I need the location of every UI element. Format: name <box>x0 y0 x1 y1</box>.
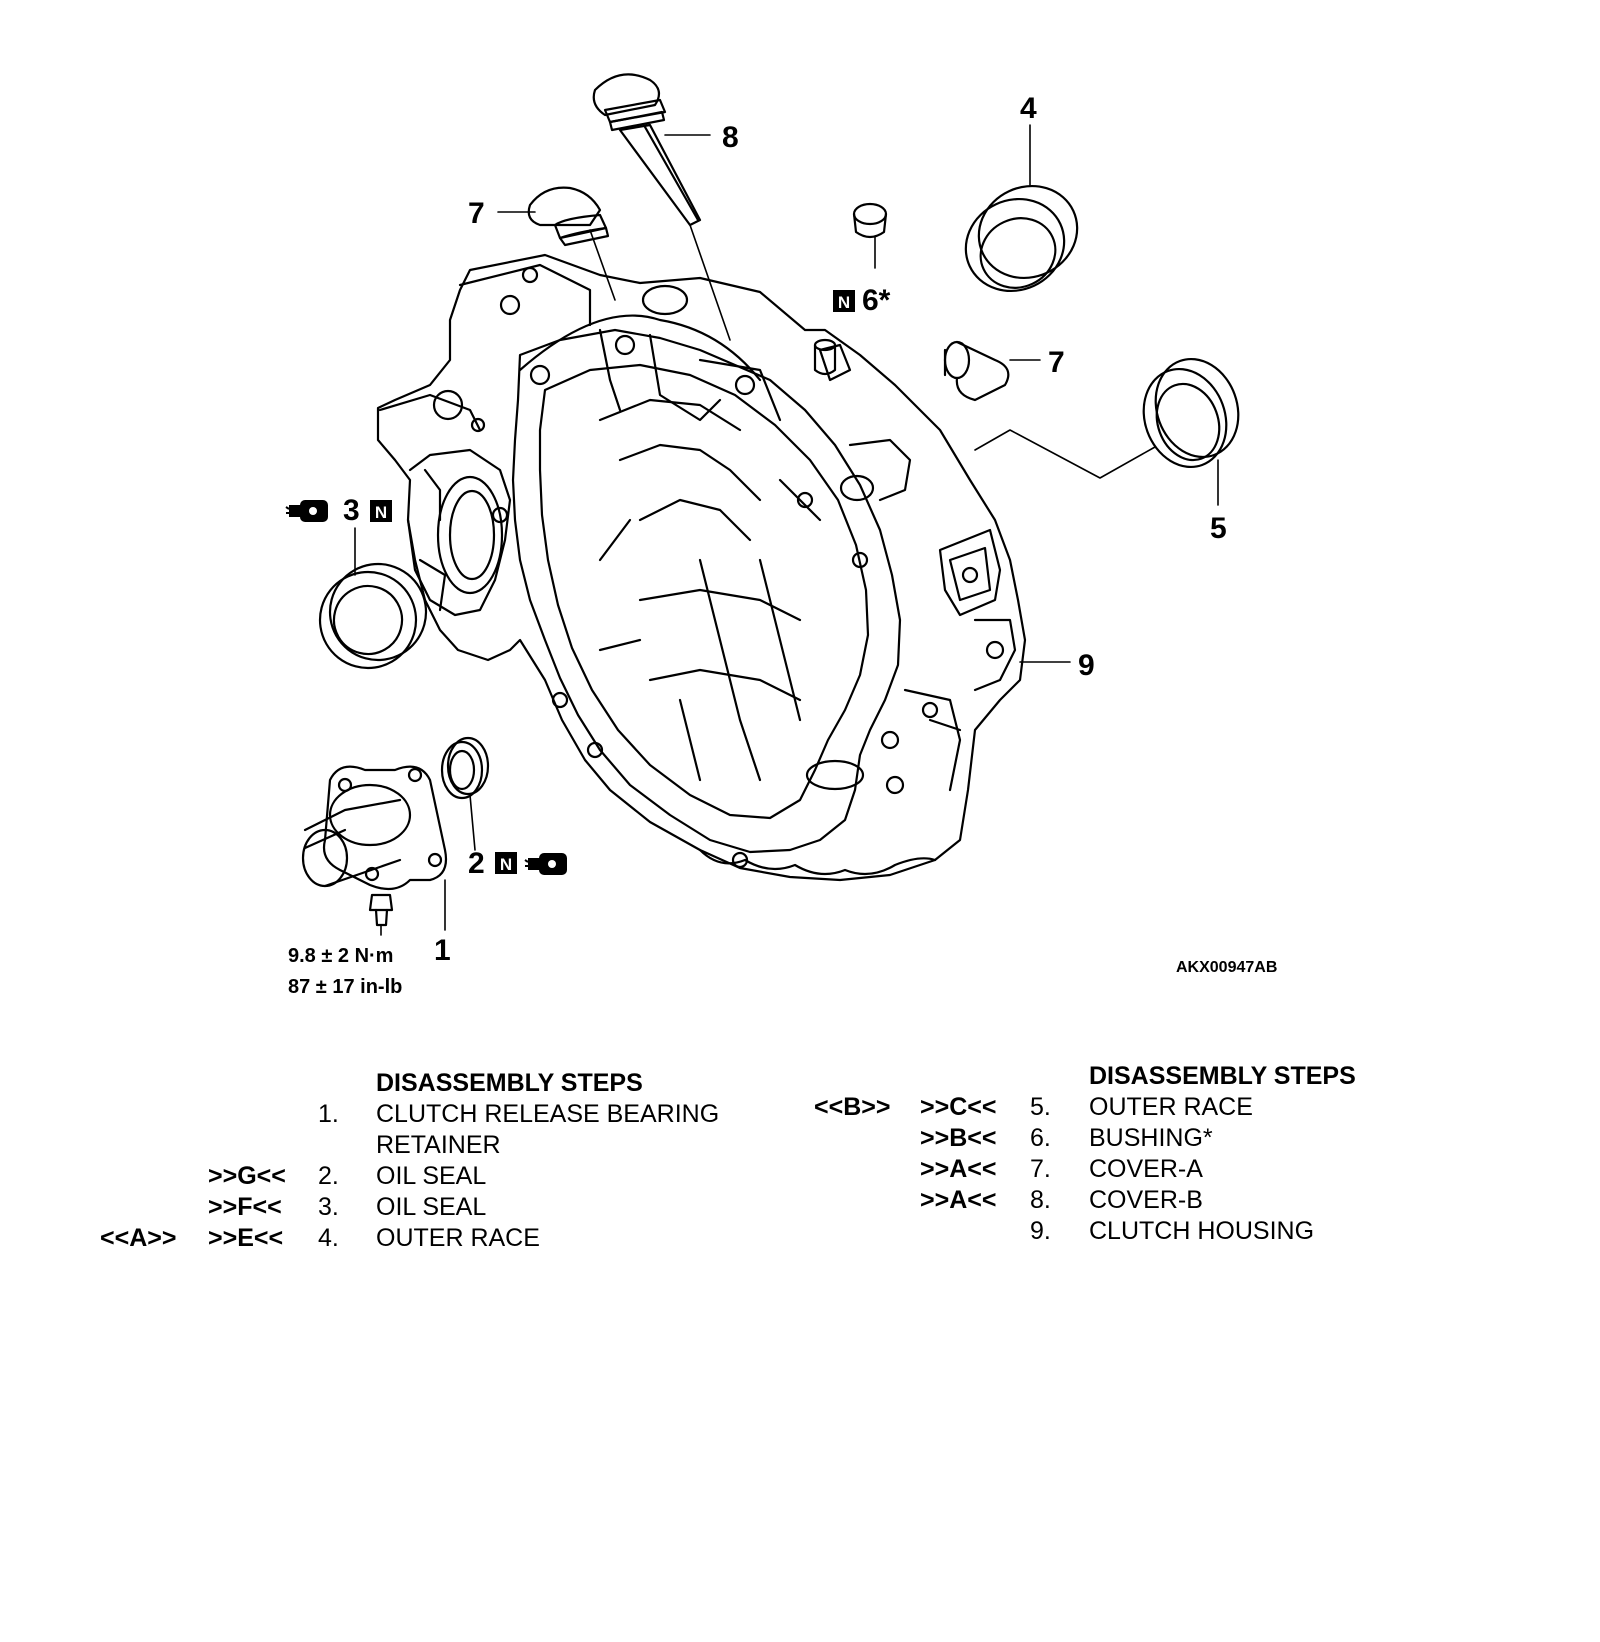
callout-5: 5 <box>1210 512 1227 545</box>
callout-8: 8 <box>722 121 739 154</box>
step-number: 1. <box>318 1100 339 1128</box>
step-row: <<A>> >>E<< 4. OUTER RACE <box>0 1223 800 1254</box>
step-install-mark: >>E<< <box>208 1224 284 1252</box>
step-name: OIL SEAL <box>376 1162 487 1190</box>
step-name: OIL SEAL <box>376 1193 487 1221</box>
outer-race-4 <box>964 184 1079 293</box>
steps-left: DISASSEMBLY STEPS 1. CLUTCH RELEASE BEAR… <box>0 1068 800 1268</box>
step-row: >>A<< 8. COVER-B <box>800 1185 1600 1216</box>
n-badge-icon <box>370 500 392 522</box>
step-install-mark: >>G<< <box>208 1162 286 1190</box>
step-number: 4. <box>318 1224 339 1252</box>
step-install-mark: >>F<< <box>208 1193 282 1221</box>
outer-race-5 <box>1142 357 1240 469</box>
step-row: >>G<< 2. OIL SEAL <box>0 1161 800 1192</box>
figure-id: AKX00947AB <box>1176 959 1277 976</box>
step-row: >>A<< 7. COVER-A <box>800 1154 1600 1185</box>
callout-4: 4 <box>1020 92 1037 125</box>
step-number: 8. <box>1030 1186 1051 1214</box>
step-name: COVER-A <box>1089 1155 1203 1183</box>
n-badge-letter: N <box>500 855 512 874</box>
step-row: RETAINER <box>0 1130 800 1161</box>
callout-2: 2 <box>468 847 485 880</box>
release-bearing-retainer <box>301 765 448 927</box>
step-name: COVER-B <box>1089 1186 1203 1214</box>
step-number: 3. <box>318 1193 339 1221</box>
step-number: 5. <box>1030 1093 1051 1121</box>
cover-b <box>592 73 702 227</box>
steps-right: DISASSEMBLY STEPS <<B>> >>C<< 5. OUTER R… <box>800 1061 1600 1261</box>
step-row: 1. CLUTCH RELEASE BEARING <box>0 1099 800 1130</box>
callout-6: 6* <box>862 284 891 317</box>
step-remove-mark: <<B>> <box>814 1093 891 1121</box>
steps-right-heading: DISASSEMBLY STEPS <box>1089 1062 1356 1090</box>
step-row: 9. CLUTCH HOUSING <box>800 1216 1600 1247</box>
bushing <box>852 202 888 239</box>
step-remove-mark: <<A>> <box>100 1224 177 1252</box>
step-name: BUSHING* <box>1089 1124 1213 1152</box>
step-row: >>F<< 3. OIL SEAL <box>0 1192 800 1223</box>
n-badge-icon <box>833 290 855 312</box>
cover-a-upper <box>527 186 610 247</box>
cover-a-right <box>943 340 1010 402</box>
step-number: 2. <box>318 1162 339 1190</box>
step-name: RETAINER <box>376 1131 501 1159</box>
leader-lines <box>354 124 1219 936</box>
steps-left-heading: DISASSEMBLY STEPS <box>376 1069 643 1097</box>
step-name: CLUTCH RELEASE BEARING <box>376 1100 720 1128</box>
callout-3: 3 <box>343 494 360 527</box>
callout-1: 1 <box>434 934 451 967</box>
torque-nm: 9.8 ± 2 N·m <box>288 945 393 967</box>
oil-seal-3 <box>318 562 428 670</box>
oil-seal-2 <box>440 736 490 800</box>
step-install-mark: >>A<< <box>920 1186 997 1214</box>
callout-9: 9 <box>1078 649 1095 682</box>
callout-7-right: 7 <box>1048 346 1065 379</box>
torque-inlb: 87 ± 17 in-lb <box>288 976 402 998</box>
step-row: >>B<< 6. BUSHING* <box>800 1123 1600 1154</box>
sealant-tube-icon <box>524 853 567 875</box>
callout-7-upper: 7 <box>468 197 485 230</box>
n-badge-icon <box>495 852 517 874</box>
clutch-housing <box>376 253 1027 882</box>
step-name: OUTER RACE <box>1089 1093 1253 1121</box>
step-row: <<B>> >>C<< 5. OUTER RACE <box>800 1092 1600 1123</box>
symbols: N N N <box>285 290 855 875</box>
step-install-mark: >>C<< <box>920 1093 997 1121</box>
n-badge-letter: N <box>375 503 387 522</box>
step-number: 6. <box>1030 1124 1051 1152</box>
callouts: 8 7 4 6* 7 5 9 3 2 1 9.8 ± 2 N·m 87 ± 17… <box>288 92 1277 998</box>
n-badge-letter: N <box>838 293 850 312</box>
sealant-tube-icon <box>285 500 328 522</box>
step-install-mark: >>A<< <box>920 1155 997 1183</box>
step-install-mark: >>B<< <box>920 1124 997 1152</box>
step-name: CLUTCH HOUSING <box>1089 1217 1315 1245</box>
step-number: 9. <box>1030 1217 1051 1245</box>
step-number: 7. <box>1030 1155 1051 1183</box>
step-name: OUTER RACE <box>376 1224 540 1252</box>
